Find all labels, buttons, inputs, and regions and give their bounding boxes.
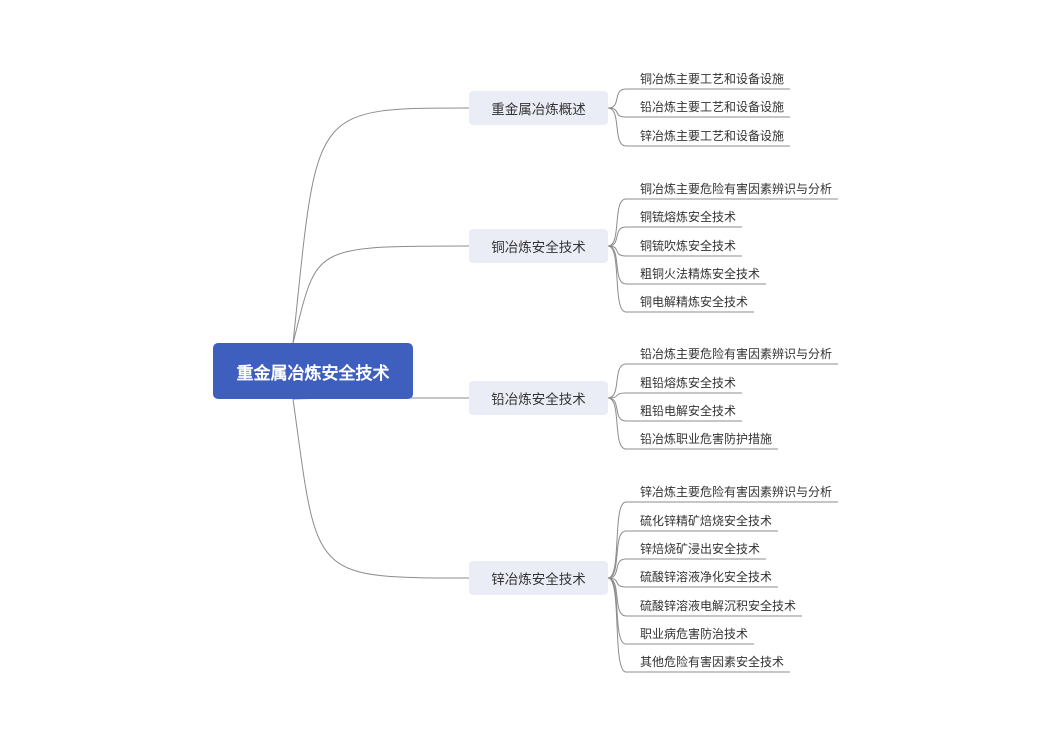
leaf-topic[interactable]: 铜锍熔炼安全技术 bbox=[640, 210, 737, 224]
root-topic-label: 重金属冶炼安全技术 bbox=[236, 363, 390, 384]
branch-topic-label: 重金属冶炼概述 bbox=[491, 102, 586, 118]
branch-to-leaf-connector bbox=[607, 245, 627, 313]
leaf-topic[interactable]: 锌焙烧矿浸出安全技术 bbox=[640, 542, 761, 556]
root-to-branch-connector bbox=[292, 398, 470, 579]
leaf-topic[interactable]: 硫酸锌溶液净化安全技术 bbox=[640, 570, 773, 584]
branch-to-leaf-connector bbox=[607, 558, 627, 579]
leaf-topic[interactable]: 硫化锌精矿焙烧安全技术 bbox=[640, 514, 773, 528]
branch-to-leaf-connector bbox=[607, 530, 627, 579]
leaf-topic[interactable]: 铅冶炼职业危害防护措施 bbox=[640, 432, 773, 446]
branch-topic-copper[interactable]: 铜冶炼安全技术 bbox=[469, 229, 608, 263]
branch-to-leaf-connector bbox=[607, 226, 627, 247]
leaf-topic[interactable]: 铜电解精炼安全技术 bbox=[640, 295, 749, 309]
leaf-topic[interactable]: 粗铅熔炼安全技术 bbox=[640, 376, 737, 390]
leaf-topic[interactable]: 粗铜火法精炼安全技术 bbox=[640, 267, 761, 281]
leaf-topic[interactable]: 硫酸锌溶液电解沉积安全技术 bbox=[640, 599, 797, 613]
branch-to-leaf-connector bbox=[607, 88, 627, 109]
branch-to-leaf-connector bbox=[607, 107, 627, 118]
branch-topic-label: 铅冶炼安全技术 bbox=[491, 392, 586, 408]
root-to-branch-connector bbox=[292, 107, 470, 344]
leaf-topic[interactable]: 锌冶炼主要危险有害因素辨识与分析 bbox=[640, 485, 833, 499]
branch-to-leaf-connector bbox=[607, 363, 627, 399]
leaf-topic[interactable]: 职业病危害防治技术 bbox=[640, 627, 749, 641]
root-to-branch-connector bbox=[292, 245, 470, 344]
branch-to-leaf-connector bbox=[607, 107, 627, 147]
branch-topic-label: 锌冶炼安全技术 bbox=[491, 572, 586, 588]
leaf-topic[interactable]: 锌冶炼主要工艺和设备设施 bbox=[640, 129, 785, 143]
branch-to-leaf-connector bbox=[607, 397, 627, 422]
leaf-topic[interactable]: 铜锍吹炼安全技术 bbox=[640, 239, 737, 253]
branch-topic-overview[interactable]: 重金属冶炼概述 bbox=[469, 91, 608, 125]
branch-to-leaf-connector bbox=[607, 577, 627, 673]
leaf-topic[interactable]: 铅冶炼主要危险有害因素辨识与分析 bbox=[640, 347, 833, 361]
root-topic[interactable]: 重金属冶炼安全技术 bbox=[213, 343, 413, 399]
leaf-topic[interactable]: 铅冶炼主要工艺和设备设施 bbox=[640, 100, 785, 114]
leaf-topic[interactable]: 其他危险有害因素安全技术 bbox=[640, 655, 785, 669]
connector-lines bbox=[292, 88, 839, 673]
branch-topic-zinc[interactable]: 锌冶炼安全技术 bbox=[469, 561, 608, 595]
branch-to-leaf-connector bbox=[607, 397, 627, 450]
branch-topic-label: 铜冶炼安全技术 bbox=[491, 240, 586, 256]
leaf-topic[interactable]: 粗铅电解安全技术 bbox=[640, 404, 737, 418]
branch-to-leaf-connector bbox=[607, 501, 627, 579]
branch-topic-lead[interactable]: 铅冶炼安全技术 bbox=[469, 381, 608, 415]
branch-to-leaf-connector bbox=[607, 198, 627, 247]
leaf-topic[interactable]: 铜冶炼主要工艺和设备设施 bbox=[640, 72, 785, 86]
leaf-topic[interactable]: 铜冶炼主要危险有害因素辨识与分析 bbox=[640, 182, 833, 196]
branch-to-leaf-connector bbox=[607, 392, 627, 399]
